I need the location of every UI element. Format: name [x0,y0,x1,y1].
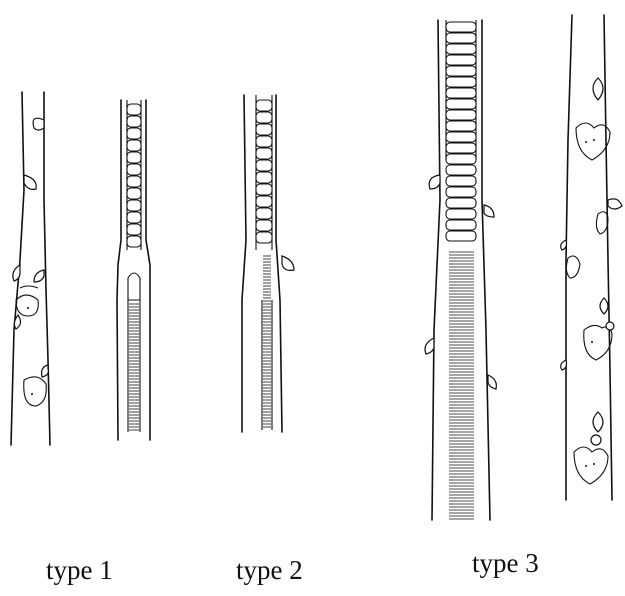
bud [593,412,603,432]
pith-chamber [446,66,476,76]
pith-chamber [127,212,141,223]
bud [488,375,496,389]
pith-chamber [446,209,476,219]
pith-chamber [446,33,476,43]
leaf-scar [566,256,580,278]
pith-chamber [446,231,476,241]
hollow-pith [129,304,139,430]
pith-chamber [256,136,272,147]
pith-chamber [446,220,476,230]
pith-chamber [446,22,476,32]
pith-chamber [446,88,476,98]
pith-chamber [256,232,272,243]
bud [34,270,44,282]
bud [608,199,622,209]
pith-chamber [446,121,476,131]
leaf-scar [16,295,38,316]
pith-chambers [446,22,476,241]
pith-chamber [127,188,141,199]
bud [282,256,294,270]
pith-chamber [446,99,476,109]
pith-chamber [256,124,272,135]
pith-chamber [127,140,141,151]
pith-chamber [256,184,272,195]
pith-chamber [256,208,272,219]
pith-chamber [446,110,476,120]
pith-chamber [446,77,476,87]
pith-chamber [446,165,476,175]
leaf-scar [24,377,47,406]
bud [24,175,36,189]
pith-chamber [256,160,272,171]
leaf-scar [576,123,610,160]
bud [593,78,603,100]
pith-chamber [446,143,476,153]
type2-twig-section [242,95,294,432]
pith-chamber [446,154,476,164]
bud-scar [591,435,601,445]
pith-chamber [127,176,141,187]
pith-chamber [127,128,141,139]
pith-chamber [446,55,476,65]
pith-chamber [256,148,272,159]
type-3-label: type 3 [472,548,539,579]
pith-chamber [446,198,476,208]
pith-chambers [127,104,141,247]
pith-chambers [256,100,272,243]
bud [33,118,44,130]
bud [42,365,49,377]
pith-chamber [256,172,272,183]
pith-chamber [127,200,141,211]
pith-chamber [446,176,476,186]
hollow-pith [449,252,474,519]
leaf-scar [584,325,612,360]
pith-chamber [446,44,476,54]
hollow-pith [263,256,271,427]
type1-twig-exterior [11,92,50,445]
type3-twig-section [425,20,496,520]
pith-chamber [446,187,476,197]
bud [425,338,434,354]
pith-chamber [127,236,141,247]
leaf-scar [574,447,608,484]
pith-chamber [127,104,141,115]
type-2-label: type 2 [236,555,303,586]
type3-twig-exterior [561,15,622,500]
bud [600,298,608,314]
type-1-label: type 1 [46,555,113,586]
bud-scar [606,322,614,330]
pith-chamber [127,152,141,163]
pith-chamber [256,220,272,231]
bud [429,175,440,189]
pith-chamber [446,132,476,142]
pith-chamber [127,116,141,127]
type1-twig-section [117,100,150,440]
pith-chamber [127,164,141,175]
pith-chamber [127,224,141,235]
pith-chamber [256,100,272,111]
pith-chamber [256,196,272,207]
leaf-scar [596,212,608,234]
pith-chamber [256,112,272,123]
bud [484,205,494,217]
